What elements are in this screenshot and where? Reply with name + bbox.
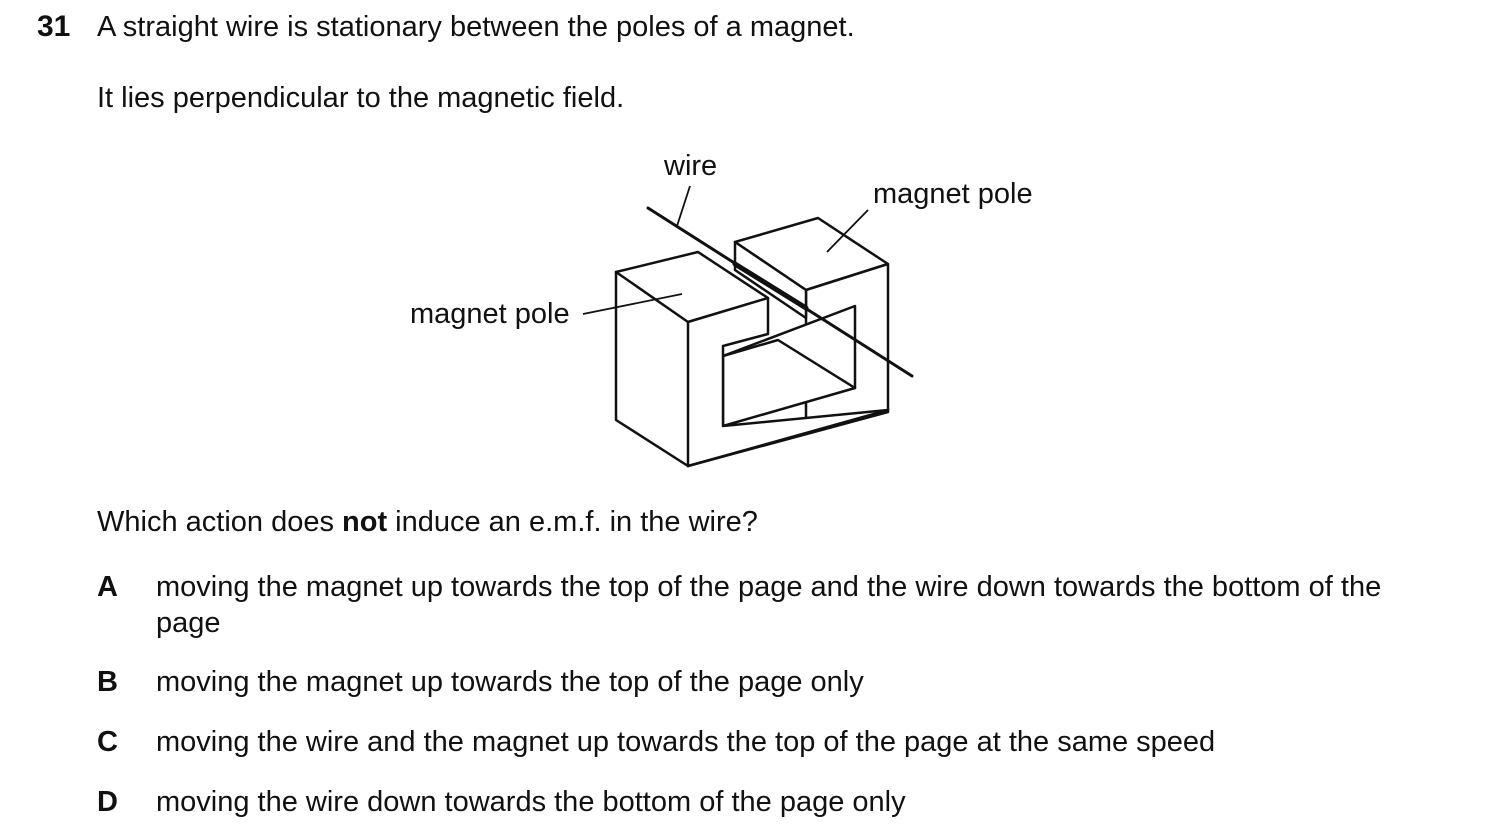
yoke-outline <box>686 408 890 468</box>
prompt-after: induce an e.m.f. in the wire? <box>387 506 758 538</box>
question-prompt: Which action does not induce an e.m.f. i… <box>97 503 758 541</box>
prompt-before: Which action does <box>97 506 343 538</box>
label-magnet-pole-right: magnet pole <box>873 178 1033 210</box>
wire-highlight <box>732 261 809 311</box>
question-number: 31 <box>37 10 71 43</box>
option-b-letter: B <box>97 666 118 698</box>
wire-leader-line <box>676 185 691 227</box>
option-d-text: moving the wire down towards the bottom … <box>156 786 906 818</box>
prompt-emphasis: not <box>342 506 388 538</box>
option-c-text: moving the wire and the magnet up toward… <box>156 726 1216 758</box>
option-c-letter: C <box>97 726 118 758</box>
option-a-text: moving the magnet up towards the top of … <box>156 571 1382 639</box>
label-wire: wire <box>663 150 717 182</box>
option-a-letter: A <box>97 571 118 603</box>
question-stem-line-1: A straight wire is stationary between th… <box>97 11 855 43</box>
question-stem-line-2: It lies perpendicular to the magnetic fi… <box>97 82 625 114</box>
magnet-wire-diagram: wire magnet pole magnet pole <box>410 150 1033 468</box>
right-pole-leader-line <box>826 209 869 253</box>
label-magnet-pole-left: magnet pole <box>410 298 570 330</box>
yoke-base <box>614 270 690 468</box>
option-d-letter: D <box>97 786 118 818</box>
left-pole-leader-line <box>582 293 683 315</box>
option-b-text: moving the magnet up towards the top of … <box>156 666 864 698</box>
yoke-inner-opening <box>721 338 857 390</box>
